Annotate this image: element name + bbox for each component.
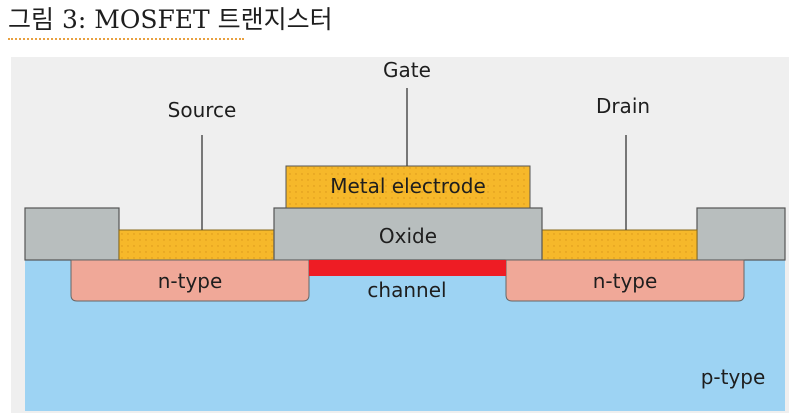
figure-caption: 그림 3: MOSFET 트랜지스터 bbox=[8, 5, 333, 34]
metal-electrode-label: Metal electrode bbox=[330, 174, 486, 198]
caption-underline bbox=[8, 38, 244, 40]
p-type-label: p-type bbox=[701, 365, 766, 389]
drain-contact bbox=[541, 229, 698, 261]
mosfet-diagram: Gate Source Drain Metal electrode Oxide … bbox=[11, 57, 789, 413]
channel-label: channel bbox=[367, 278, 446, 302]
oxide-label: Oxide bbox=[379, 224, 437, 248]
n-type-left-label: n-type bbox=[158, 269, 223, 293]
field-oxide-left bbox=[24, 207, 120, 261]
metal-electrode bbox=[285, 165, 531, 209]
gate-label: Gate bbox=[383, 58, 431, 82]
source-label: Source bbox=[168, 98, 237, 122]
oxide-layer bbox=[273, 207, 543, 261]
n-type-region-right bbox=[505, 259, 745, 302]
drain-label: Drain bbox=[596, 94, 650, 118]
n-type-right-label: n-type bbox=[593, 269, 658, 293]
n-type-region-left bbox=[70, 259, 310, 302]
diagram-canvas: Gate Source Drain Metal electrode Oxide … bbox=[24, 58, 786, 411]
source-contact bbox=[118, 229, 275, 261]
channel-region bbox=[309, 260, 506, 276]
field-oxide-right bbox=[696, 207, 786, 261]
